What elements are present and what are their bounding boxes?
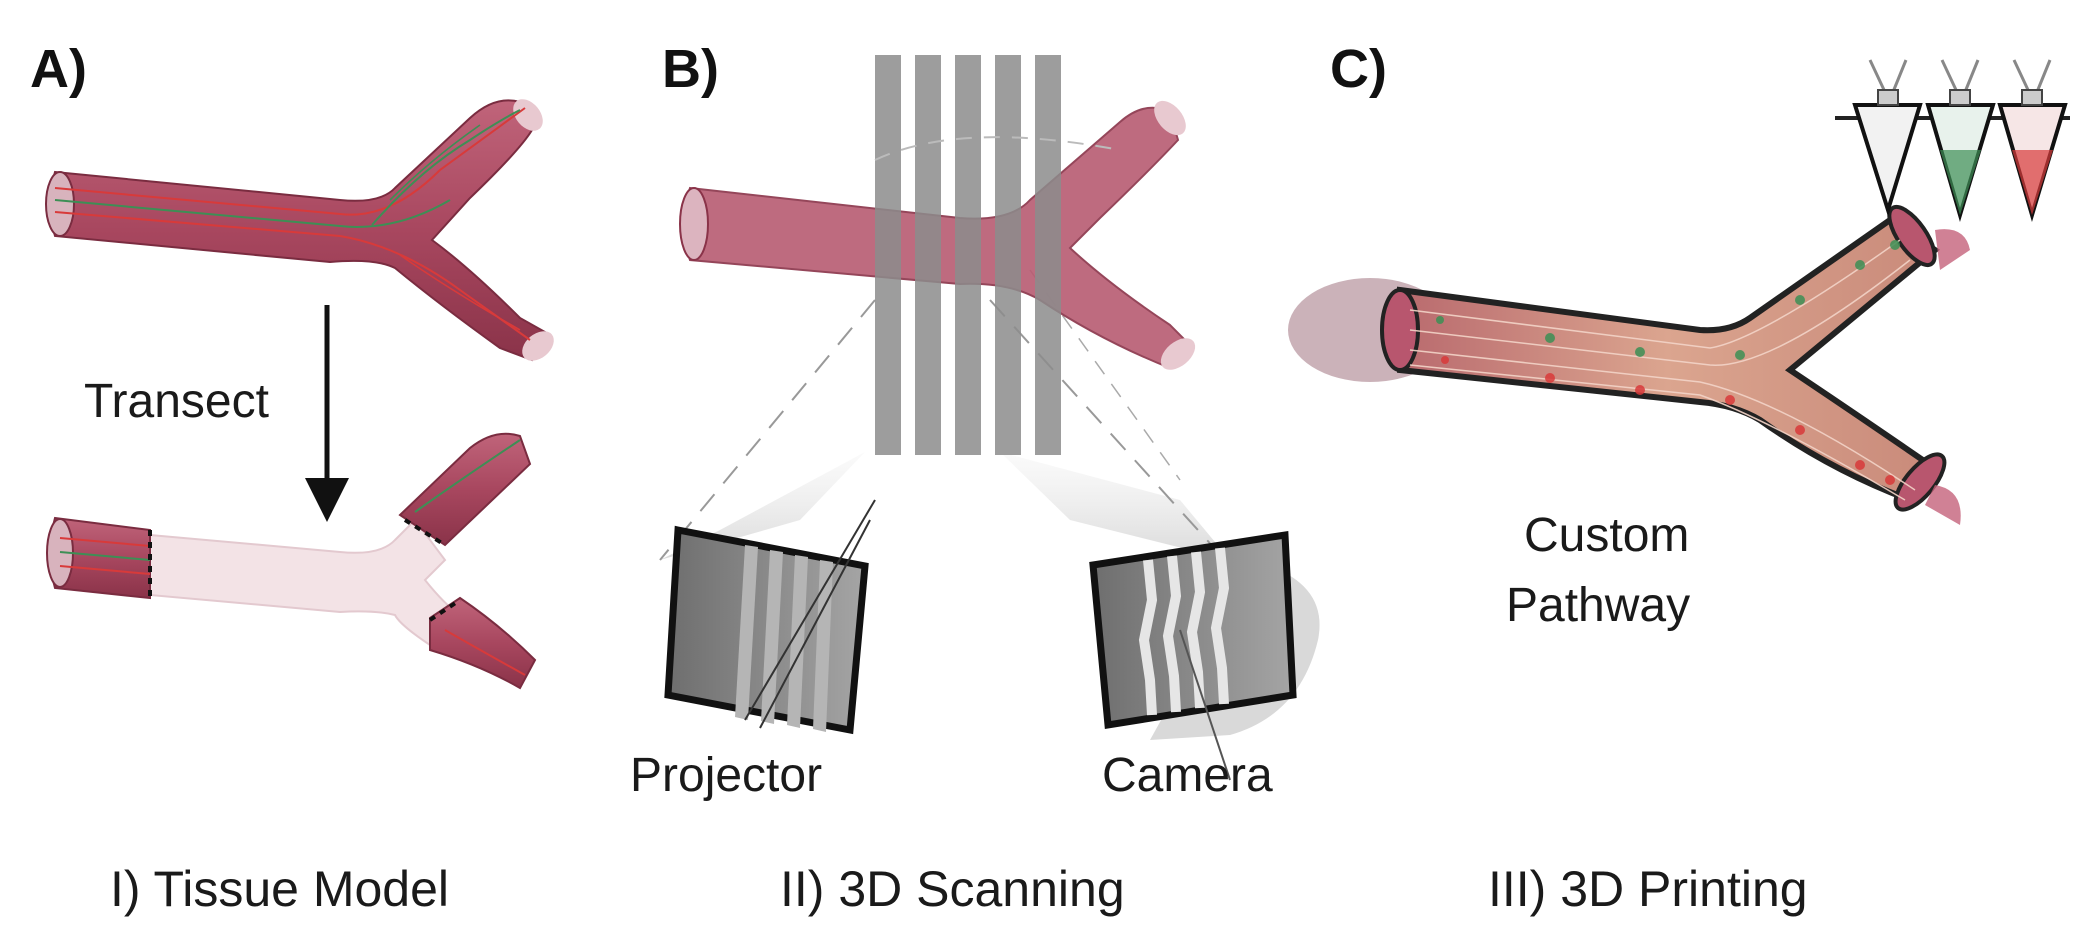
panel-b-letter: B): [662, 39, 719, 99]
projector-icon: [664, 499, 876, 735]
down-arrow-icon: [305, 305, 349, 522]
panel-c-artwork: [1288, 59, 2070, 525]
intact-nerve: [45, 99, 554, 362]
panel-a-artwork: [45, 99, 554, 690]
panel-c-letter: C): [1330, 39, 1387, 99]
projector-label: Projector: [630, 749, 823, 802]
transect-label: Transect: [84, 375, 269, 428]
camera-label: Camera: [1102, 749, 1273, 802]
transected-nerve: [46, 432, 537, 690]
printed-conduit: [1288, 205, 1970, 525]
pathway-label: Pathway: [1506, 579, 1691, 632]
camera-icon: [1089, 530, 1320, 781]
caption-3d-scanning: II) 3D Scanning: [780, 861, 1125, 917]
caption-3d-printing: III) 3D Printing: [1488, 861, 1808, 917]
projected-stripes: [875, 55, 1061, 455]
panel-b-artwork: [659, 55, 1320, 781]
caption-tissue-model: I) Tissue Model: [110, 861, 450, 917]
syringe-icon: [1835, 59, 2070, 223]
camera-beam: [1000, 452, 1230, 560]
panel-a-letter: A): [30, 39, 87, 99]
custom-label: Custom: [1524, 509, 1690, 562]
